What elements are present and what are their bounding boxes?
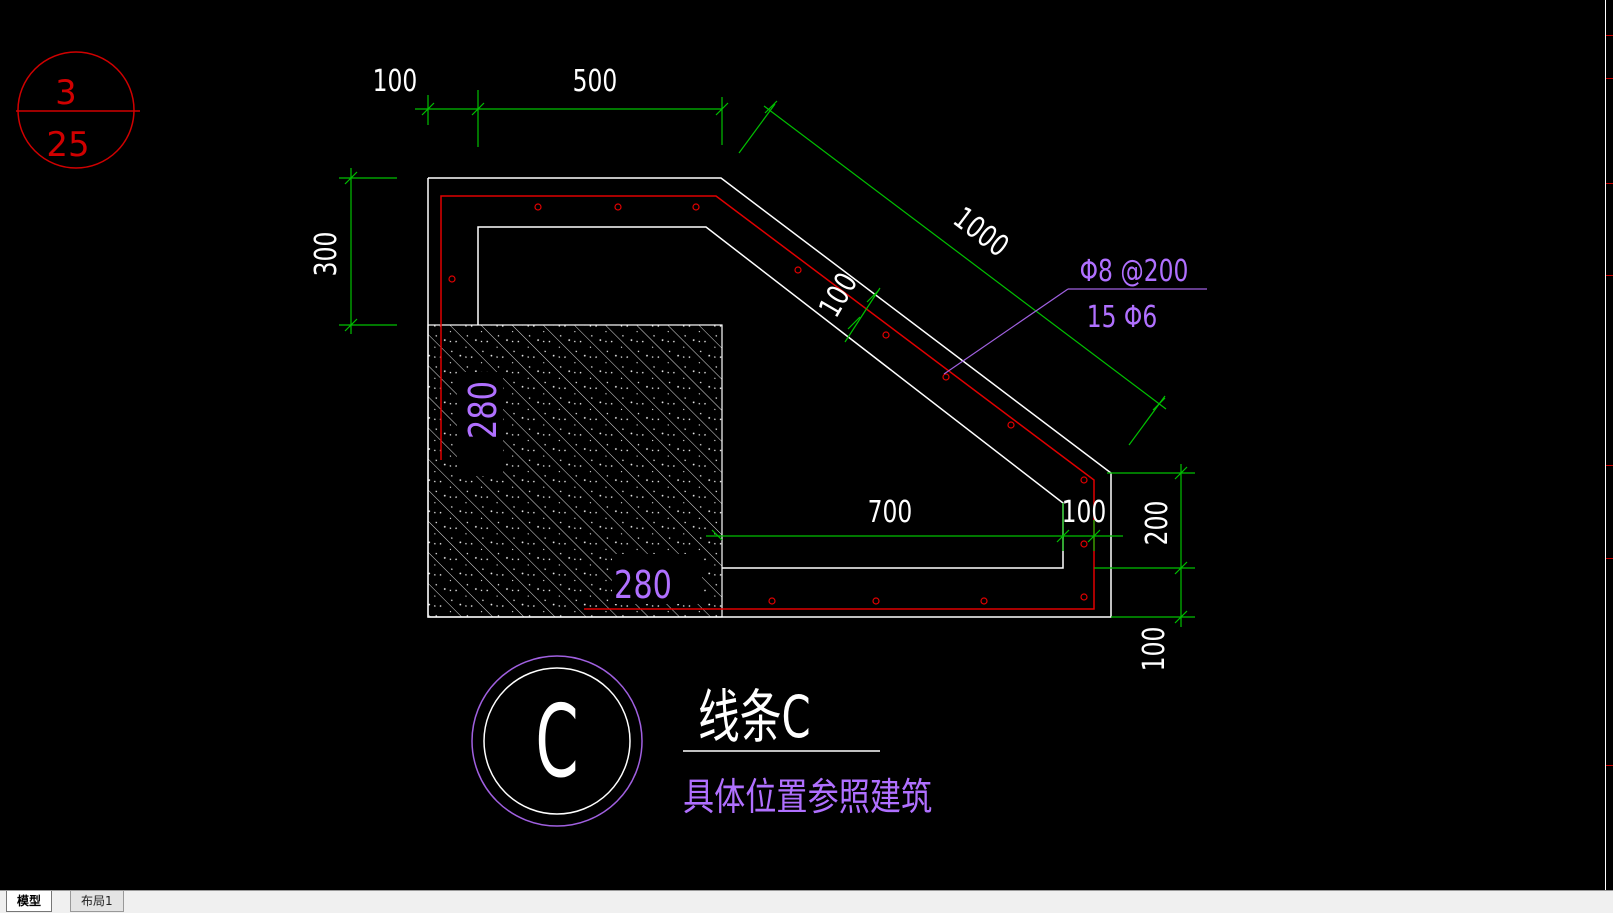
section-ref-top: 3 — [55, 73, 77, 113]
dim-top-mid: 500 — [573, 64, 618, 99]
rebar-stirrup-spec: Φ8 @200 — [1080, 254, 1189, 289]
rebar-line — [440, 195, 1095, 610]
rebar-dots — [448, 203, 1088, 605]
dim-top-left: 100 — [373, 64, 418, 99]
dim-right-bottom: 100 — [1137, 627, 1172, 672]
detail-note: 具体位置参照建筑 — [683, 776, 932, 820]
section-inner-outline — [477, 226, 1064, 569]
rebar-longitudinal-spec: 15 Φ6 — [1087, 300, 1157, 335]
section-reference-symbol: 3 25 — [16, 51, 140, 169]
detail-symbol: C — [535, 683, 578, 800]
tab-model[interactable]: 模型 — [6, 891, 53, 912]
detail-name: 线条C — [698, 683, 811, 751]
dim-right-height: 200 — [1140, 501, 1175, 546]
dim-diagonal: 1000 — [947, 201, 1015, 264]
section-ref-bottom: 25 — [46, 125, 89, 165]
rebar-leader — [943, 288, 1207, 375]
section-outer-outline — [427, 177, 1112, 618]
dim-column-vertical: 280 — [462, 381, 506, 439]
dim-right-wall: 100 — [1062, 495, 1107, 530]
dim-left-height: 300 — [309, 232, 344, 277]
dim-column-horizontal: 280 — [614, 564, 672, 608]
dim-bottom-length: 700 — [868, 495, 913, 530]
cad-drawing-canvas[interactable]: 3 25 — [0, 0, 1613, 890]
detail-title-block: C 线条C 具体位置参照建筑 — [471, 655, 932, 827]
right-edge-ruler — [1605, 0, 1613, 890]
layout-tab-bar: 模型 布局1 — [0, 890, 1613, 913]
dimension-lines — [339, 90, 1195, 627]
tab-layout-1[interactable]: 布局1 — [70, 891, 124, 912]
